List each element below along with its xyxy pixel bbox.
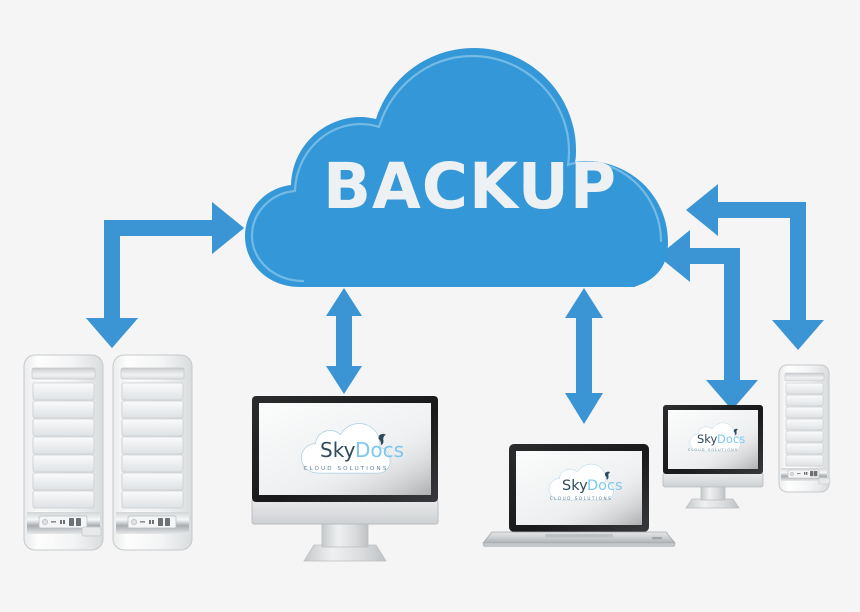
backup-cloud xyxy=(245,48,668,287)
logo-text-small-monitor: Sky Docs CLOUD SOLUTIONS xyxy=(688,432,745,452)
arrow-laptop-to-cloud xyxy=(565,288,603,424)
arrow-servers-to-cloud xyxy=(86,202,244,348)
laptop xyxy=(482,444,676,547)
arrow-group xyxy=(86,184,824,424)
logo-tagline: CLOUD SOLUTIONS xyxy=(688,448,738,452)
logo-word-one: Sky xyxy=(320,438,356,462)
tower-server xyxy=(778,364,831,493)
logo-tagline: CLOUD SOLUTIONS xyxy=(550,496,613,501)
arrow-cloud-to-small-monitor xyxy=(658,230,758,410)
server-rack-left xyxy=(23,354,104,551)
logo-word-two: Docs xyxy=(587,478,623,494)
logo-tagline: CLOUD SOLUTIONS xyxy=(304,466,389,472)
logo-word-two: Docs xyxy=(355,438,404,462)
logo-word-one: Sky xyxy=(562,478,588,494)
logo-word-two: Docs xyxy=(717,432,745,446)
logo-text-desktop: Sky Docs CLOUD SOLUTIONS xyxy=(304,438,405,472)
small-monitor xyxy=(662,405,764,509)
desktop-monitor xyxy=(251,396,439,562)
arrow-desktop-to-cloud xyxy=(326,288,362,394)
logo-text-laptop: Sky Docs CLOUD SOLUTIONS xyxy=(550,478,623,501)
server-rack-right xyxy=(112,354,193,551)
logo-word-one: Sky xyxy=(697,432,718,446)
arrow-cloud-to-tower-server xyxy=(686,184,824,350)
